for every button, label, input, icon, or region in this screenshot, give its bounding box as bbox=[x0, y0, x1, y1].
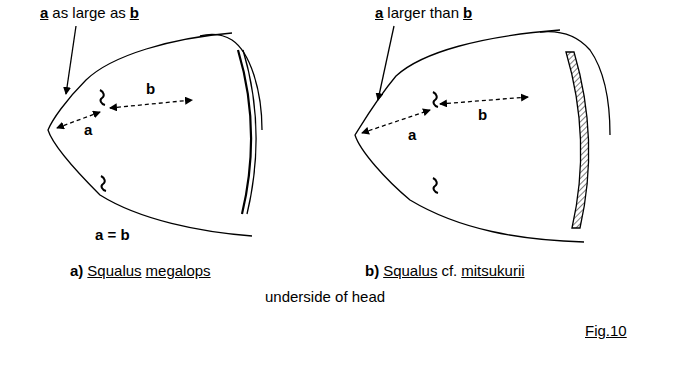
genus-name: Squalus bbox=[383, 262, 437, 280]
text-line: b)Squaluscf.mitsukurii bbox=[365, 262, 529, 280]
variable-b: b bbox=[463, 4, 472, 22]
figure-letter: b) bbox=[365, 262, 379, 280]
variable-a: a bbox=[40, 4, 48, 22]
figure-number: Fig.10 bbox=[585, 322, 627, 340]
taxon-qualifier: cf. bbox=[441, 262, 457, 280]
head-outline-left bbox=[48, 26, 262, 236]
text-line: alarger thanb bbox=[375, 4, 476, 22]
measure-b: b bbox=[478, 106, 487, 124]
figure-letter: a) bbox=[70, 262, 83, 280]
species-name: megalops bbox=[146, 262, 211, 280]
text-line: a)Squalus megalops bbox=[70, 262, 215, 280]
variable-b: b bbox=[130, 4, 139, 22]
measure-a: a bbox=[408, 126, 416, 144]
text-line: aas large as b bbox=[40, 4, 143, 22]
comparison-text: larger than bbox=[387, 4, 459, 22]
measure-b: b bbox=[146, 80, 155, 98]
species-name: mitsukurii bbox=[461, 262, 524, 280]
variable-a: a bbox=[375, 4, 383, 22]
head-outline-right bbox=[355, 26, 610, 242]
measure-a: a bbox=[84, 121, 92, 139]
equation: a = b bbox=[95, 226, 130, 244]
genus-name: Squalus bbox=[87, 262, 141, 280]
comparison-text: as large as bbox=[52, 4, 125, 22]
view-note: underside of head bbox=[265, 288, 385, 306]
